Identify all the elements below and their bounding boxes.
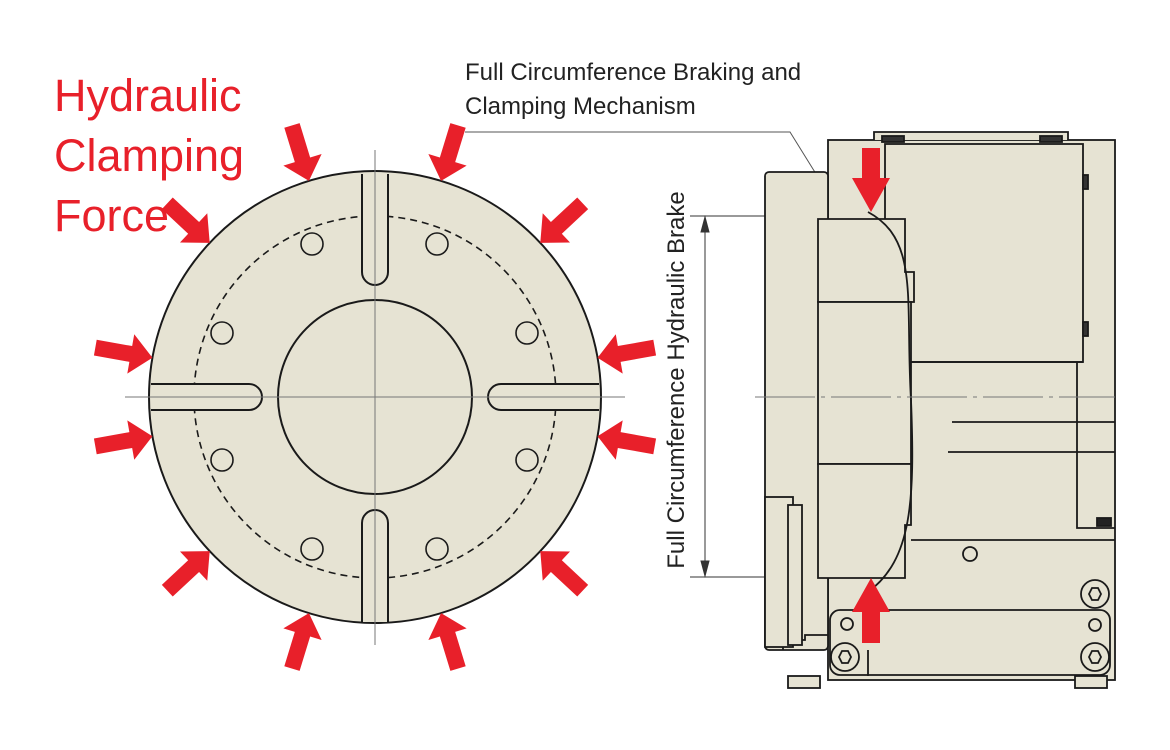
arrow-up bbox=[852, 578, 890, 643]
top-plate bbox=[873, 131, 1069, 140]
cover-screws bbox=[881, 135, 1089, 337]
clamping-force-arrows bbox=[93, 123, 657, 671]
base-pocket bbox=[829, 609, 1111, 676]
bolt-holes bbox=[210, 232, 539, 561]
callout-leader-line bbox=[465, 131, 827, 191]
clamping-arrow-12 bbox=[428, 613, 467, 671]
clamping-arrow-6 bbox=[597, 334, 657, 374]
brake-ring-lower bbox=[817, 463, 912, 579]
brake-force-arrows bbox=[852, 148, 890, 643]
arrow-down bbox=[852, 148, 890, 212]
title-line-2: Clamping bbox=[54, 130, 245, 181]
brake-hub bbox=[817, 301, 912, 465]
foot-left bbox=[787, 675, 821, 689]
socket-head-bolts bbox=[830, 579, 1110, 672]
side-section-view bbox=[755, 131, 1116, 689]
set-screw-icon bbox=[962, 546, 978, 562]
brake-ring-upper bbox=[817, 218, 915, 303]
callout-line-1: Full Circumference Braking and bbox=[465, 59, 802, 86]
clamping-arrow-11 bbox=[283, 613, 322, 671]
clamping-arrow-2 bbox=[428, 123, 467, 181]
foot-right bbox=[1074, 675, 1108, 689]
flange-lower-insert bbox=[787, 504, 803, 646]
clamping-arrow-10 bbox=[540, 551, 589, 597]
inner-housing-edge bbox=[1076, 362, 1115, 529]
callout-line-2: Clamping Mechanism bbox=[465, 93, 696, 120]
clamping-arrow-5 bbox=[93, 334, 153, 374]
front-view bbox=[125, 150, 625, 645]
small-key bbox=[1096, 517, 1112, 527]
title-line-1: Hydraulic bbox=[54, 70, 242, 121]
center-lines bbox=[125, 150, 625, 645]
clamping-arrow-7 bbox=[93, 420, 153, 460]
brake-sleeve bbox=[867, 211, 914, 593]
braking-mechanism-callout: Full Circumference Braking and Clamping … bbox=[465, 56, 801, 124]
hydraulic-brake-dimension-label: Full Circumference Hydraulic Brake bbox=[663, 191, 690, 569]
hydraulic-clamping-force-title: Hydraulic Clamping Force bbox=[54, 66, 244, 246]
clamping-arrow-8 bbox=[597, 420, 657, 460]
clamping-arrow-3 bbox=[161, 197, 210, 243]
motor-cover bbox=[884, 143, 1084, 363]
clamping-arrow-4 bbox=[540, 197, 589, 243]
clamping-arrow-9 bbox=[161, 551, 210, 597]
title-line-3: Force bbox=[54, 190, 170, 241]
clamping-arrow-1 bbox=[283, 123, 322, 181]
